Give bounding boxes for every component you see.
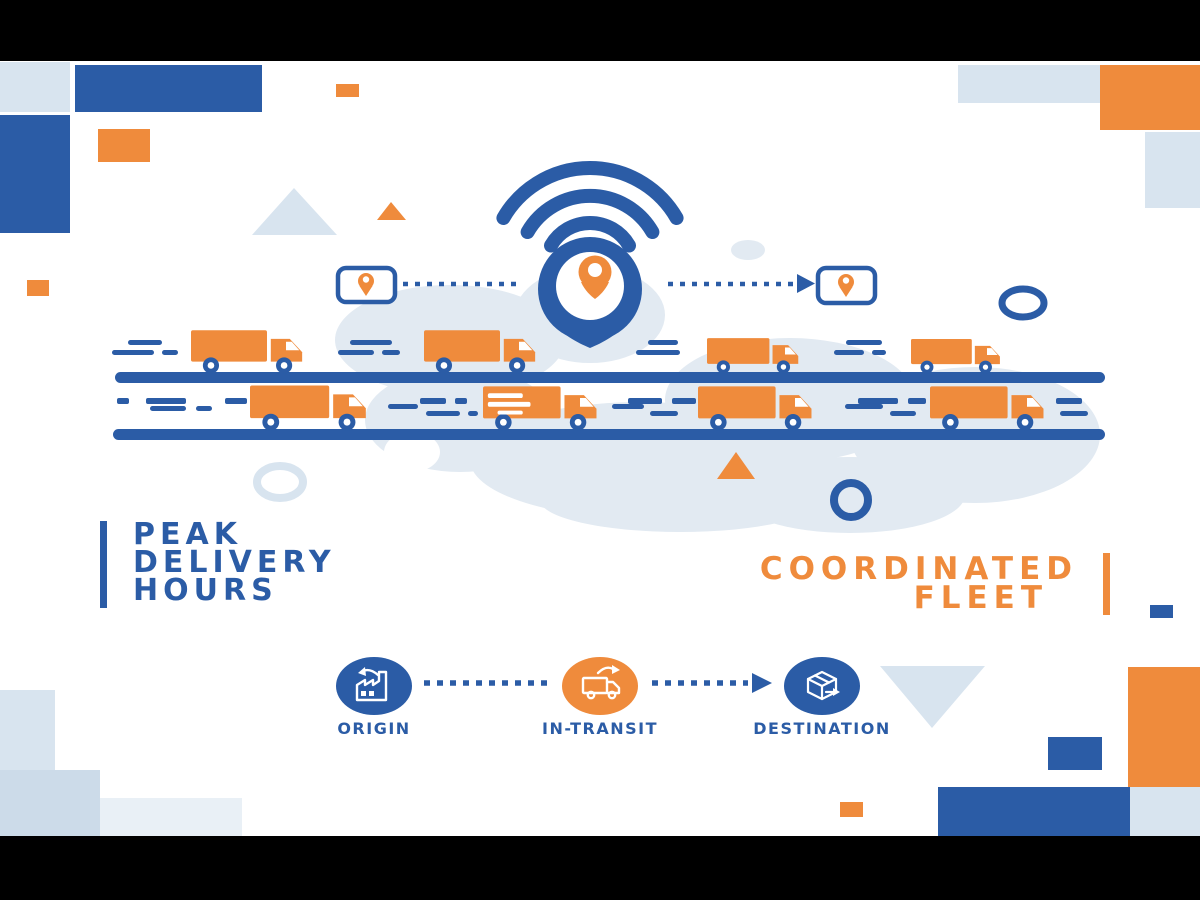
title-line: COORDINATED: [759, 551, 1078, 587]
right-title-accent-bar: [1103, 553, 1110, 615]
legend-label-origin: ORIGIN: [337, 719, 411, 738]
package-box-icon: [806, 670, 840, 701]
decor-shapes: [0, 62, 1200, 836]
title-line: HOURS: [133, 573, 278, 608]
coordinated-fleet-title: COORDINATED FLEET: [700, 551, 1078, 616]
peak-delivery-hours-title: PEAK DELIVERY HOURS: [133, 517, 336, 608]
speed-dashes: [112, 340, 1088, 416]
delivery-truck: [250, 385, 366, 431]
wifi-signal-icon: [496, 161, 684, 253]
title-line: FLEET: [913, 580, 1048, 616]
map-pin-box-icon: [335, 265, 398, 305]
legend-label-in-transit: IN-TRANSIT: [541, 719, 659, 738]
destination-step-icon: [784, 657, 860, 715]
factory-icon: [355, 667, 388, 702]
arrowhead-icon: [797, 274, 815, 293]
delivery-truck: [191, 330, 303, 374]
legend-label-destination: DESTINATION: [753, 719, 891, 738]
location-pin-icon: [538, 237, 642, 348]
origin-step-icon: [336, 657, 412, 715]
top-black-bar: [0, 0, 1200, 61]
bottom-black-bar: [0, 836, 1200, 900]
tracking-route: [335, 265, 878, 306]
truck-icon: [581, 665, 621, 700]
process-legend: [336, 657, 860, 715]
road-lines: [113, 372, 1105, 440]
map-pin-box-icon: [815, 265, 878, 306]
left-title-accent-bar: [100, 521, 107, 608]
title-line: DELIVERY: [133, 545, 336, 580]
arrowhead-icon: [752, 673, 772, 693]
in-transit-step-icon: [562, 657, 638, 715]
title-line: PEAK: [133, 517, 242, 552]
